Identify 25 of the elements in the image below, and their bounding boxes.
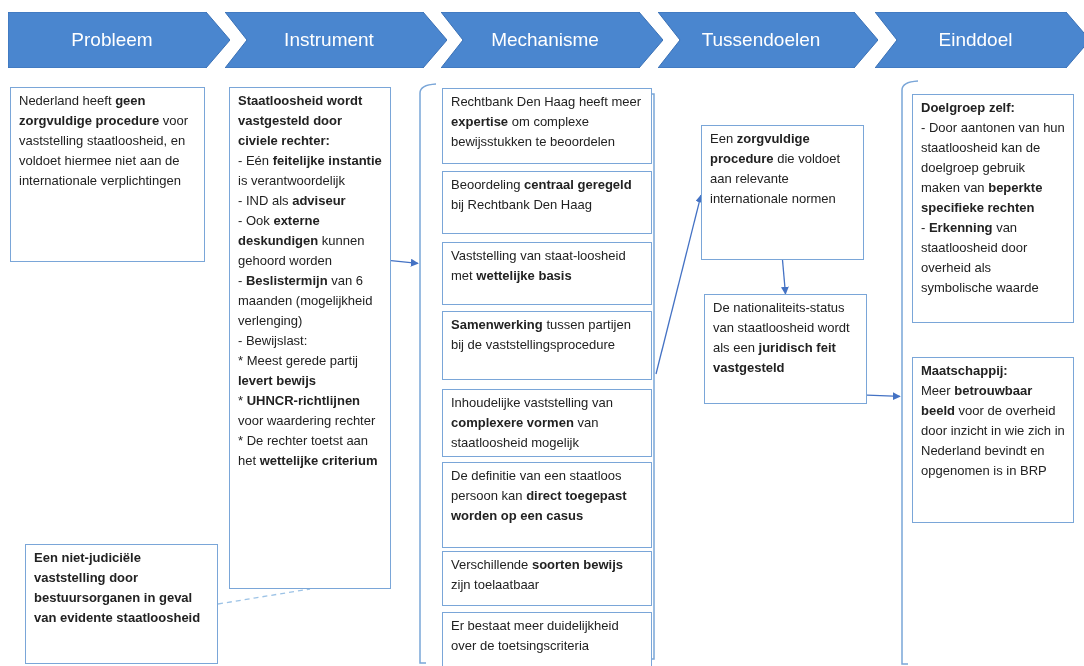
text-box: Samenwerking tussen partijen bij de vaststellingsprocedure [442, 311, 652, 380]
arrow [866, 392, 901, 401]
text-box: De definitie van een staatloos persoon kan direct toegepast worden op een casus [442, 462, 652, 548]
text-box: Een niet-judiciële vaststelling door bestuursorganen in geval van evidente staatloosheid [25, 544, 218, 664]
text-box: Inhoudelijke vaststelling van complexere vormen van staatloosheid mogelijk [442, 389, 652, 457]
text-box: Staatloosheid wordt vastgesteld door civiele rechter: - Eén feitelijke instantie is verantwoordelijk - IND als adviseur - Ook externe deskundigen kunnen gehoord worden - Beslistermijn van 6 maanden (mogelijkheid verlenging) - Bewijslast: * Meest gerede partij levert bewijs *UHNCR-richtlijnen voor waardering rechter * De rechter toetst aan het wettelijke criterium [229, 87, 391, 589]
text-box: Maatschappij: Meer betrouwbaar beeld voor de overheid door inzicht in wie zich in Nederland bevindt en opgenomen is in BRP [912, 357, 1074, 523]
column-header: Einddoel [875, 12, 1084, 68]
text-box: Doelgroep zelf: - Door aantonen van hun staatloosheid kan de doelgroep gebruik maken van beperkte specifieke rechten - Erkenning van staatloosheid door overheid als symbolische waarde [912, 94, 1074, 323]
text-box: Nederland heeft geen zorgvuldige procedure voor vaststelling staatloosheid, en voldoet hiermee niet aan de internationale verplichtingen [10, 87, 205, 262]
text-box: Er bestaat meer duidelijkheid over de toetsingscriteria [442, 612, 652, 666]
text-box: Verschillende soorten bewijs zijn toelaatbaar [442, 551, 652, 606]
column-header: Instrument [225, 12, 447, 68]
dashed-line [217, 588, 311, 605]
text-box: Vaststelling van staat-loosheid met wettelijke basis [442, 242, 652, 305]
arrow [780, 259, 789, 295]
text-box: De nationaliteits-status van staatloosheid wordt als een juridisch feit vastgesteld [704, 294, 867, 404]
column-header: Mechanisme [441, 12, 663, 68]
text-box: Een zorgvuldige procedure die voldoet aan relevante internationale normen [701, 125, 864, 260]
text-box: Beoordeling centraal geregeld bij Rechtbank Den Haag [442, 171, 652, 234]
arrow [390, 258, 419, 267]
column-header: Tussendoelen [658, 12, 878, 68]
column-header: Probleem [8, 12, 230, 68]
bracket-frame [418, 83, 656, 665]
text-box: Rechtbank Den Haag heeft meer expertise om complexe bewijsstukken te beoordelen [442, 88, 652, 164]
